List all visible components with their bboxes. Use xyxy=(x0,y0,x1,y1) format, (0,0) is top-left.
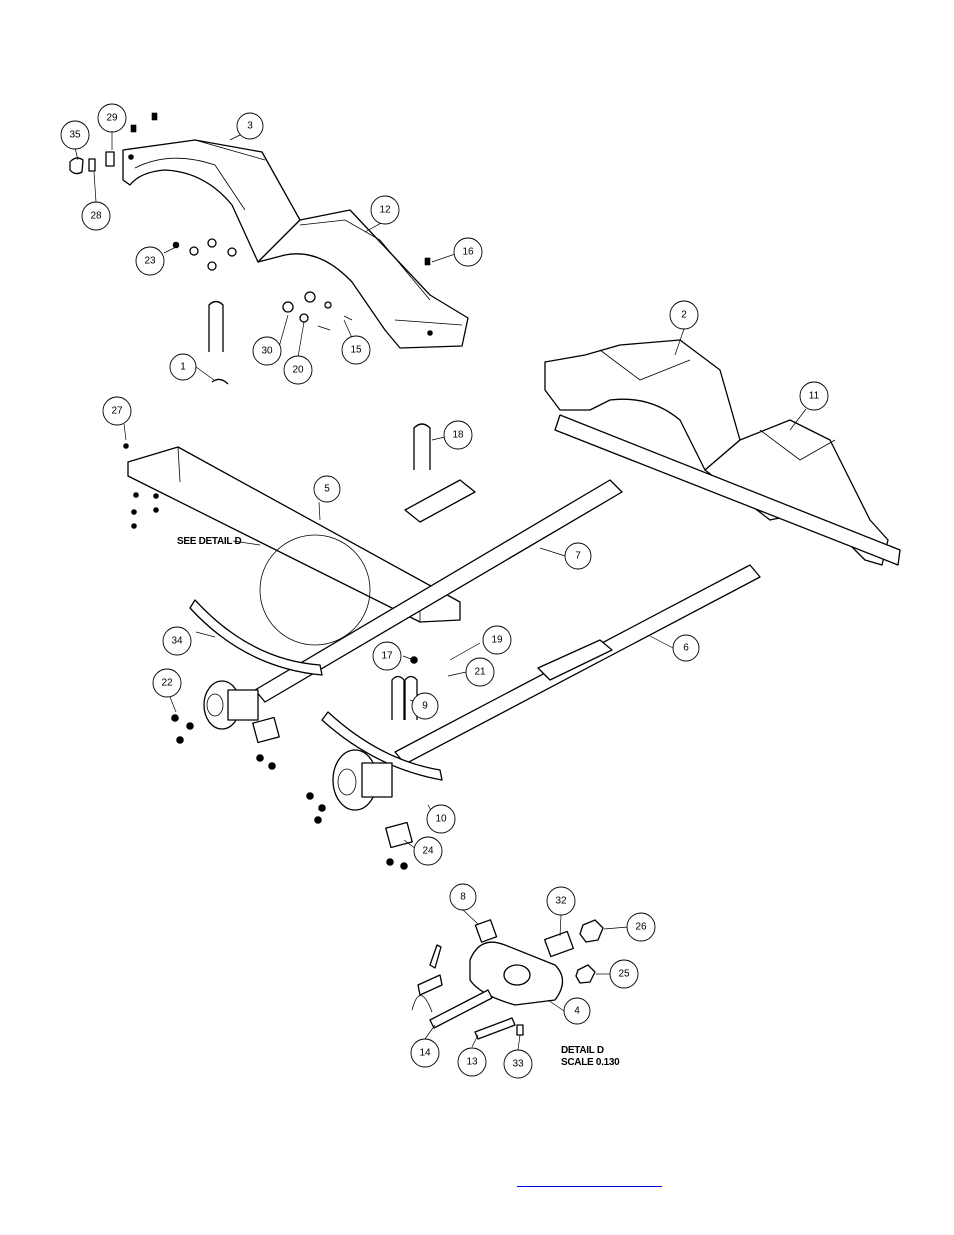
callout-4: 4 xyxy=(563,997,591,1025)
detail-title: DETAIL D xyxy=(561,1045,604,1056)
svg-text:3: 3 xyxy=(247,121,253,132)
svg-text:23: 23 xyxy=(144,256,156,267)
callout-29: 29 xyxy=(97,103,127,133)
svg-text:29: 29 xyxy=(106,113,118,124)
callout-6: 6 xyxy=(672,634,700,662)
u-bolt-18 xyxy=(413,423,431,470)
callout-17: 17 xyxy=(372,641,402,671)
svg-text:32: 32 xyxy=(555,896,567,907)
footer-link-underline xyxy=(517,1186,662,1187)
svg-text:21: 21 xyxy=(474,667,486,678)
svg-text:33: 33 xyxy=(512,1059,524,1070)
step-pad-18 xyxy=(404,479,476,523)
svg-text:8: 8 xyxy=(460,892,466,903)
callout-22: 22 xyxy=(152,668,182,698)
svg-text:18: 18 xyxy=(452,430,464,441)
callout-30: 30 xyxy=(252,336,282,366)
callout-20: 20 xyxy=(283,355,313,385)
svg-text:6: 6 xyxy=(683,643,689,654)
callout-21: 21 xyxy=(465,657,495,687)
callout-8: 8 xyxy=(449,883,477,911)
svg-text:34: 34 xyxy=(171,636,183,647)
leaf-spring-34 xyxy=(189,599,323,676)
detail-scale: SCALE 0.130 xyxy=(561,1057,620,1068)
callout-26: 26 xyxy=(626,912,656,942)
svg-text:17: 17 xyxy=(381,651,393,662)
hub-left xyxy=(203,680,259,730)
callout-2: 2 xyxy=(669,300,699,330)
axle-tube-7 xyxy=(254,479,623,703)
svg-text:10: 10 xyxy=(435,814,447,825)
callout-13: 13 xyxy=(457,1047,487,1077)
callout-23: 23 xyxy=(135,246,165,276)
callout-28: 28 xyxy=(81,201,111,231)
svg-text:25: 25 xyxy=(618,969,630,980)
detail-d-assembly xyxy=(411,919,604,1040)
svg-text:30: 30 xyxy=(261,346,273,357)
svg-text:5: 5 xyxy=(324,484,330,495)
svg-text:13: 13 xyxy=(466,1057,478,1068)
svg-text:2: 2 xyxy=(681,310,687,321)
fender-front-right xyxy=(544,339,741,471)
callout-15: 15 xyxy=(341,335,371,365)
u-bolt-1 xyxy=(208,300,229,385)
fender-hardware xyxy=(69,112,431,331)
callout-14: 14 xyxy=(410,1038,440,1068)
svg-text:11: 11 xyxy=(809,391,820,402)
callout-34: 34 xyxy=(162,626,192,656)
svg-text:7: 7 xyxy=(575,551,581,562)
svg-text:26: 26 xyxy=(635,922,647,933)
callout-12: 12 xyxy=(370,195,400,225)
front-crossmember-5 xyxy=(127,446,461,623)
svg-text:20: 20 xyxy=(292,365,304,376)
callout-27: 27 xyxy=(102,396,132,426)
detail-d-region xyxy=(259,534,371,646)
step-pad-6 xyxy=(537,639,613,681)
svg-text:24: 24 xyxy=(422,846,434,857)
svg-text:15: 15 xyxy=(350,345,362,356)
rear-rail xyxy=(554,414,901,566)
leaf-spring-9 xyxy=(321,711,443,781)
callout-11: 11 xyxy=(799,381,829,411)
svg-text:12: 12 xyxy=(379,205,391,216)
fender-rear-left xyxy=(257,209,469,349)
callout-33: 33 xyxy=(503,1049,533,1079)
callout-3: 3 xyxy=(236,112,264,140)
callout-18: 18 xyxy=(443,420,473,450)
svg-text:9: 9 xyxy=(422,701,428,712)
fender-front-left xyxy=(122,139,301,263)
callout-32: 32 xyxy=(546,886,576,916)
svg-text:16: 16 xyxy=(462,247,474,258)
callout-35: 35 xyxy=(60,120,90,150)
callout-1: 1 xyxy=(169,353,197,381)
callout-25: 25 xyxy=(609,959,639,989)
callout-9: 9 xyxy=(411,692,439,720)
callout-16: 16 xyxy=(453,237,483,267)
see-detail-note: SEE DETAIL D xyxy=(177,536,241,547)
svg-text:1: 1 xyxy=(180,362,186,373)
callout-10: 10 xyxy=(426,804,456,834)
svg-text:19: 19 xyxy=(491,635,503,646)
callout-7: 7 xyxy=(564,542,592,570)
u-bolts-9 xyxy=(391,675,418,720)
callout-19: 19 xyxy=(482,625,512,655)
svg-text:28: 28 xyxy=(90,211,102,222)
svg-text:35: 35 xyxy=(69,130,81,141)
svg-text:22: 22 xyxy=(161,678,173,689)
svg-text:14: 14 xyxy=(419,1048,431,1059)
callout-24: 24 xyxy=(413,836,443,866)
svg-text:27: 27 xyxy=(111,406,123,417)
svg-text:4: 4 xyxy=(574,1006,580,1017)
hub-right xyxy=(332,749,393,811)
callout-5: 5 xyxy=(313,475,341,503)
